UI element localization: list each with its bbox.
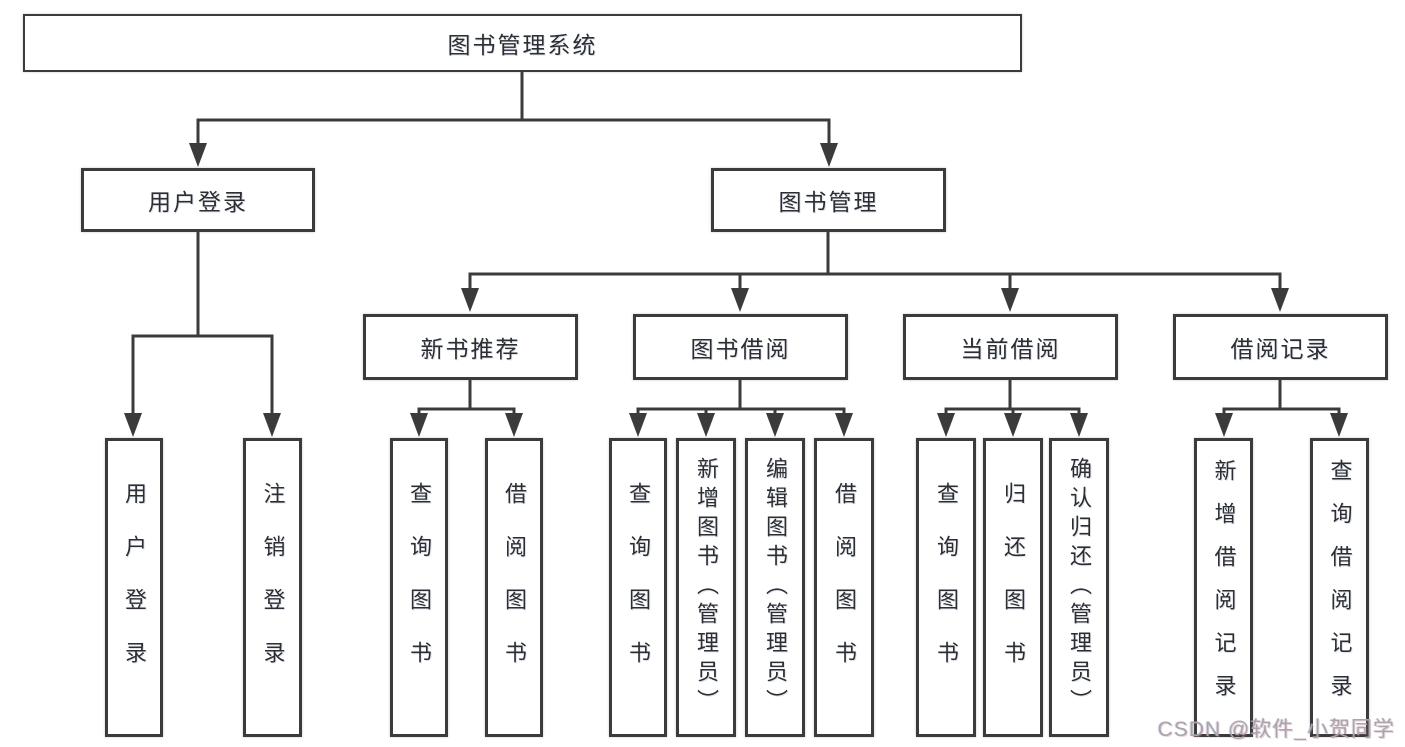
node-label-current-borrowing: 当前借阅 xyxy=(960,336,1061,362)
node-search-book-borrowing: 查询图书 xyxy=(609,438,667,737)
node-label-root: 图书管理系统 xyxy=(447,32,598,58)
node-label-logout-leaf: 注销登录 xyxy=(260,481,286,694)
node-label-search-book-current: 查询图书 xyxy=(934,481,959,694)
node-book-borrowing: 图书借阅 xyxy=(633,314,848,380)
node-add-borrow-record: 新增借阅记录 xyxy=(1194,438,1253,737)
arrow-down-icon xyxy=(461,288,479,312)
node-label-borrow-book-recommend: 借阅图书 xyxy=(502,481,527,694)
node-search-book-current: 查询图书 xyxy=(916,438,976,737)
node-borrowing-records: 借阅记录 xyxy=(1173,314,1388,380)
node-label-search-book-borrowing: 查询图书 xyxy=(626,481,651,694)
arrow-down-icon xyxy=(1004,413,1022,437)
node-label-book-borrowing: 图书借阅 xyxy=(690,336,791,362)
arrow-down-icon xyxy=(124,413,142,437)
arrow-down-icon xyxy=(1070,413,1088,437)
node-label-add-borrow-record: 新增借阅记录 xyxy=(1211,458,1237,717)
node-confirm-return-admin: 确认归还（管理员） xyxy=(1049,438,1109,737)
arrow-down-icon xyxy=(820,143,838,167)
node-return-book: 归还图书 xyxy=(983,438,1043,737)
node-label-confirm-return-admin: 确认归还（管理员） xyxy=(1067,457,1092,718)
node-borrow-book-borrowing: 借阅图书 xyxy=(814,438,874,737)
node-label-user-login-branch: 用户登录 xyxy=(148,189,248,215)
node-user-login-branch: 用户登录 xyxy=(81,168,315,232)
node-label-new-book-recommend: 新书推荐 xyxy=(420,336,521,362)
arrow-down-icon xyxy=(263,413,281,437)
node-borrow-book-recommend: 借阅图书 xyxy=(485,438,543,737)
arrow-down-icon xyxy=(766,413,784,437)
arrow-down-icon xyxy=(937,413,955,437)
node-label-edit-book-admin: 编辑图书（管理员） xyxy=(763,457,788,718)
arrow-down-icon xyxy=(731,288,749,312)
node-label-borrowing-records: 借阅记录 xyxy=(1230,336,1331,362)
node-label-return-book: 归还图书 xyxy=(1001,481,1026,694)
node-add-book-admin: 新增图书（管理员） xyxy=(676,438,736,737)
node-label-borrow-book-borrowing: 借阅图书 xyxy=(832,481,857,694)
node-label-user-login-leaf: 用户登录 xyxy=(122,481,147,694)
node-label-add-book-admin: 新增图书（管理员） xyxy=(694,457,719,718)
node-label-book-management-branch: 图书管理 xyxy=(778,189,879,215)
arrow-down-icon xyxy=(1330,413,1348,437)
node-current-borrowing: 当前借阅 xyxy=(903,314,1118,380)
arrow-down-icon xyxy=(410,413,428,437)
arrow-down-icon xyxy=(1271,288,1289,312)
node-logout-leaf: 注销登录 xyxy=(243,438,302,737)
arrow-down-icon xyxy=(697,413,715,437)
node-label-search-book-recommend: 查询图书 xyxy=(407,481,432,694)
node-user-login-leaf: 用户登录 xyxy=(105,438,163,737)
arrow-down-icon xyxy=(1215,413,1233,437)
arrow-down-icon xyxy=(189,143,207,167)
node-search-borrow-record: 查询借阅记录 xyxy=(1310,438,1369,737)
node-search-book-recommend: 查询图书 xyxy=(390,438,448,737)
arrow-down-icon xyxy=(629,413,647,437)
arrow-down-icon xyxy=(1001,288,1019,312)
node-root: 图书管理系统 xyxy=(23,14,1022,72)
node-new-book-recommend: 新书推荐 xyxy=(363,314,578,380)
node-book-management-branch: 图书管理 xyxy=(711,168,946,232)
watermark-text: CSDN @软件_小贺同学 xyxy=(1157,718,1395,741)
node-label-search-borrow-record: 查询借阅记录 xyxy=(1327,458,1353,717)
arrow-down-icon xyxy=(505,413,523,437)
arrow-down-icon xyxy=(835,413,853,437)
node-edit-book-admin: 编辑图书（管理员） xyxy=(745,438,805,737)
